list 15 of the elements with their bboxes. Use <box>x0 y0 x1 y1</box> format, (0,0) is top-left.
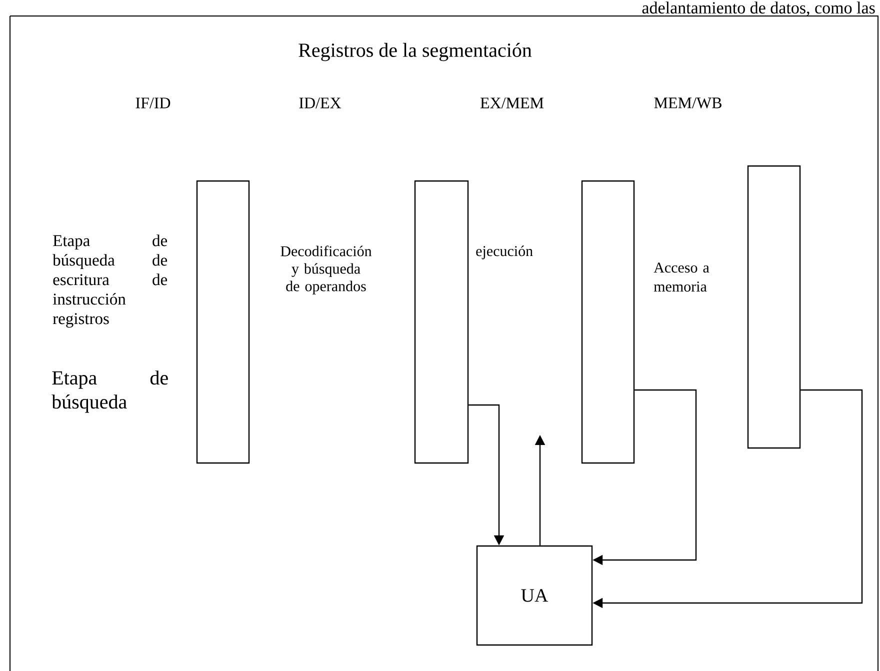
stage-text: Acceso a memoria <box>654 262 710 292</box>
register-bar <box>196 180 250 464</box>
register-label: EX/MEM <box>480 98 544 108</box>
title: Registros de la segmentación <box>298 42 532 62</box>
register-label: MEM/WB <box>654 98 722 108</box>
cut-text: adelantamiento de datos, como las <box>642 2 875 16</box>
register-label: IF/ID <box>136 98 170 108</box>
stage-text: Etapa de búsqueda <box>52 370 168 413</box>
register-bar <box>581 180 635 464</box>
register-label: ID/EX <box>299 98 342 108</box>
alu-box: UA <box>476 545 593 646</box>
register-bar <box>747 165 801 449</box>
stage-text: Etapa de búsqueda de escritura de instrucción registros <box>52 234 168 328</box>
register-bar <box>414 180 469 464</box>
stage-text: Decodificación y búsqueda de operandos <box>280 246 372 294</box>
